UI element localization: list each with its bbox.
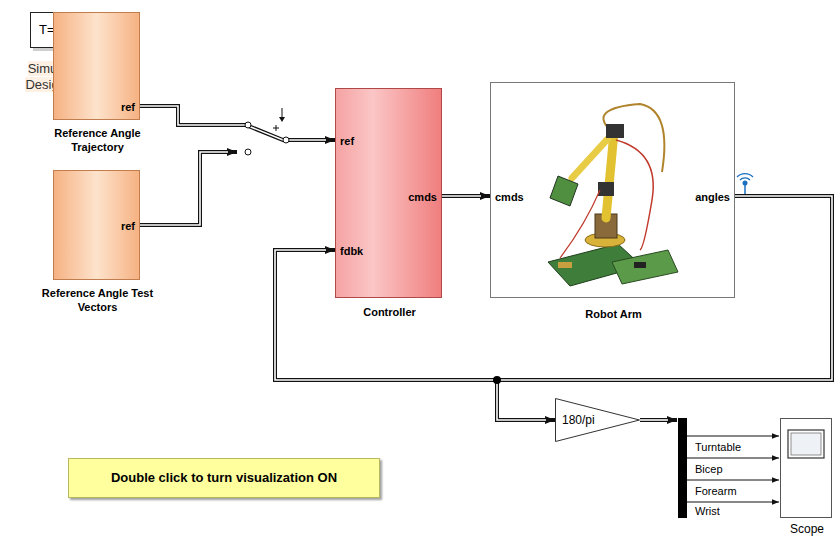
antenna-stem: [744, 185, 746, 194]
block-name-slot: Reference Angle Trajectory: [42, 126, 154, 154]
gain-value: 180/pi: [562, 413, 595, 427]
source-block: refReference Angle Trajectory: [53, 12, 140, 120]
switch-contact: [245, 122, 251, 128]
signal-name-slot: Forearm: [694, 485, 738, 498]
switch-plus: [276, 125, 277, 131]
gain-value-slot: 180/pi: [562, 413, 595, 427]
port-label-slot: fdbk: [340, 244, 363, 258]
bus-connector: [442, 196, 490, 197]
port-label-slot: cmds: [495, 190, 524, 204]
block-name: Robot Arm: [585, 308, 641, 320]
signal-wire: [687, 502, 779, 503]
bus-wire: [140, 152, 237, 225]
signal-wire: [687, 480, 779, 481]
bus-line-inner: [497, 196, 832, 420]
signal-name-slot: Bicep: [694, 463, 724, 476]
antenna-wave: [740, 178, 750, 180]
signal-name: Turntable: [694, 441, 742, 453]
wire: [560, 190, 600, 258]
plant-block: cmdsanglesRobot Arm: [490, 82, 735, 298]
port-label-slot: angles: [695, 190, 730, 204]
block-name: Scope: [790, 522, 824, 536]
signal-name: Bicep: [694, 463, 724, 475]
block-name-slot: Reference Angle Test Vectors: [42, 286, 154, 314]
port-label: cmds: [408, 191, 437, 203]
annotation-note: Double click to turn visualization ON: [68, 458, 380, 498]
port-label-slot: cmds: [408, 190, 437, 204]
bus-line: [140, 106, 335, 140]
gripper: [550, 176, 578, 206]
antenna-wave: [737, 174, 753, 177]
port-label: ref: [121, 101, 135, 113]
controller-block: refcmdsfdbkController: [335, 88, 442, 298]
bus-line-inner: [442, 195, 481, 197]
port-label-slot: ref: [340, 134, 354, 148]
bicep-link: [606, 132, 614, 218]
circuit-board: [612, 250, 678, 284]
port-label: fdbk: [340, 245, 363, 257]
bus-wire-inner: [640, 419, 668, 421]
port-label: cmds: [495, 191, 524, 203]
bus-wire: [640, 418, 677, 422]
signal-wire: [687, 436, 779, 437]
bus-wire-inner: [140, 152, 228, 225]
port-label: ref: [121, 220, 135, 232]
block-name-slot: Scope: [772, 522, 837, 536]
note-text-slot: Double click to turn visualization ON: [69, 459, 379, 497]
port-label: angles: [695, 191, 730, 203]
gain-triangle: [556, 399, 640, 442]
signal-name-slot: Turntable: [694, 441, 742, 454]
port-label: ref: [340, 135, 354, 147]
gain-block: 180/pi: [555, 398, 640, 442]
branch-dot: [493, 376, 501, 384]
switch-contact: [283, 137, 289, 143]
wire: [616, 140, 653, 250]
robot-arm-illustration: [548, 104, 678, 286]
port-label-slot: ref: [121, 100, 135, 114]
bus-connector: [497, 196, 832, 420]
chip: [558, 262, 572, 268]
port-label-slot: ref: [121, 219, 135, 233]
switch-arrow-head: [279, 117, 285, 122]
block-name-slot: Robot Arm: [544, 307, 684, 321]
manual-switch: [245, 108, 289, 155]
forearm-link: [572, 132, 614, 178]
chip: [634, 262, 646, 268]
antenna-dot: [743, 181, 748, 186]
block-name-slot: Controller: [320, 305, 460, 319]
servo: [598, 182, 614, 196]
scope-screen-inner: [791, 433, 821, 455]
bus-line: [442, 194, 490, 198]
signal-logging-icon: [737, 174, 753, 194]
block-name: Reference Angle Trajectory: [54, 127, 140, 153]
bus-connector: [140, 106, 335, 140]
signal-wire: [687, 458, 779, 459]
scope-block: Scope: [780, 418, 832, 518]
bus-line: [497, 196, 832, 420]
switch-contact: [245, 149, 251, 155]
mux-bar: [678, 418, 687, 518]
servo: [606, 124, 624, 138]
block-name: Controller: [363, 306, 416, 318]
block-name: Reference Angle Test Vectors: [42, 287, 153, 313]
note-text: Double click to turn visualization ON: [111, 470, 337, 486]
source-block: refReference Angle Test Vectors: [53, 170, 140, 280]
scope-screen: [788, 430, 824, 458]
signal-name: Forearm: [694, 485, 738, 497]
switch-arrow: [282, 108, 283, 118]
bus-line-inner: [140, 106, 326, 140]
signal-name-slot: Wrist: [694, 505, 721, 518]
signal-name: Wrist: [694, 505, 721, 517]
